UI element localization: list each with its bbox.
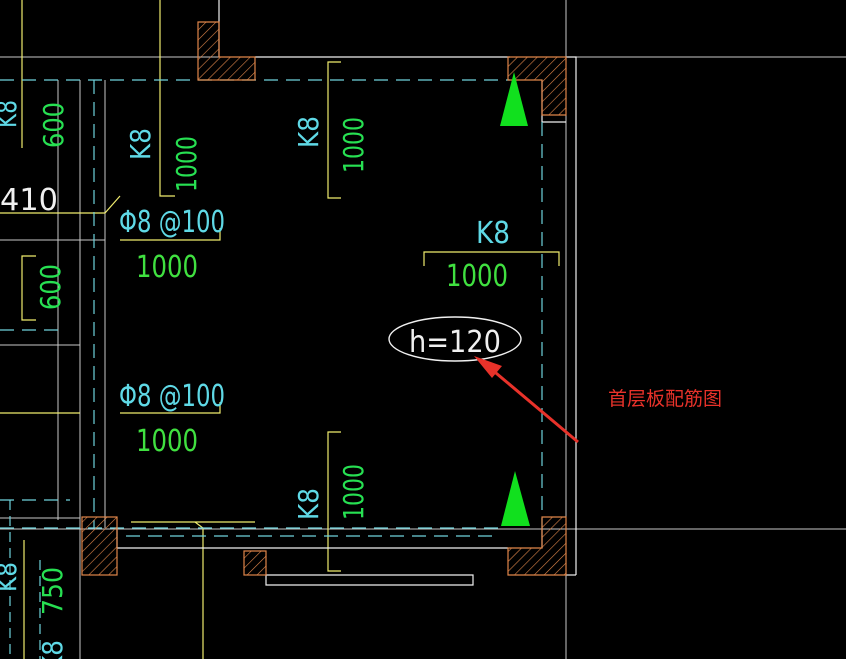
dimension-label-410: 410 bbox=[0, 183, 58, 218]
column-sections bbox=[81, 21, 567, 576]
length-label-600-mid: 600 bbox=[34, 264, 67, 310]
dashed-boundaries bbox=[0, 79, 543, 659]
length-label-mid-top: 1000 bbox=[136, 250, 198, 285]
column-top-left bbox=[197, 21, 256, 81]
k8-label-lower-center: K8 bbox=[292, 488, 325, 520]
column-bottom-mid bbox=[243, 550, 267, 576]
horizontal-labels: K8 1000 Φ8 @100 1000 Φ8 @100 1000 410 bbox=[0, 183, 510, 459]
length-label-600-top: 600 bbox=[37, 102, 70, 148]
length-label-right: 1000 bbox=[446, 259, 508, 294]
section-marks bbox=[500, 72, 530, 526]
triangle-marker-bottom bbox=[501, 471, 530, 526]
length-label-upper-left: 1000 bbox=[170, 136, 203, 192]
rebar-spec-top: Φ8 @100 bbox=[119, 205, 225, 240]
k8-label-edge-top: K8 bbox=[0, 100, 23, 128]
rebar-lines bbox=[0, 0, 560, 659]
vertical-labels: K8 1000 K8 1000 K8 1000 K8 600 600 K8 75… bbox=[0, 100, 370, 659]
length-label-upper-center: 1000 bbox=[337, 117, 370, 173]
slab-thickness-ellipse bbox=[388, 316, 522, 362]
column-bottom-right bbox=[507, 516, 567, 576]
length-label-mid-bottom: 1000 bbox=[136, 424, 198, 459]
k8-label-upper-center: K8 bbox=[292, 116, 325, 148]
k8-label-right: K8 bbox=[476, 216, 510, 251]
slab-thickness-label: h=120 bbox=[409, 325, 501, 360]
drawing-annotation-title: 首层板配筋图 bbox=[608, 388, 722, 410]
annotation-arrow bbox=[474, 356, 579, 444]
k8-label-edge-bottom: K8 bbox=[0, 562, 23, 592]
triangle-marker-top bbox=[500, 72, 528, 126]
k8-label-upper-left: K8 bbox=[124, 128, 157, 160]
column-top-right bbox=[507, 56, 567, 116]
rebar-spec-bottom: Φ8 @100 bbox=[119, 379, 225, 414]
column-bottom-left bbox=[81, 516, 118, 576]
length-label-lower-center: 1000 bbox=[337, 464, 370, 520]
length-label-750: 750 bbox=[36, 567, 69, 615]
k8-label-bottom-corner: K8 bbox=[36, 640, 69, 659]
